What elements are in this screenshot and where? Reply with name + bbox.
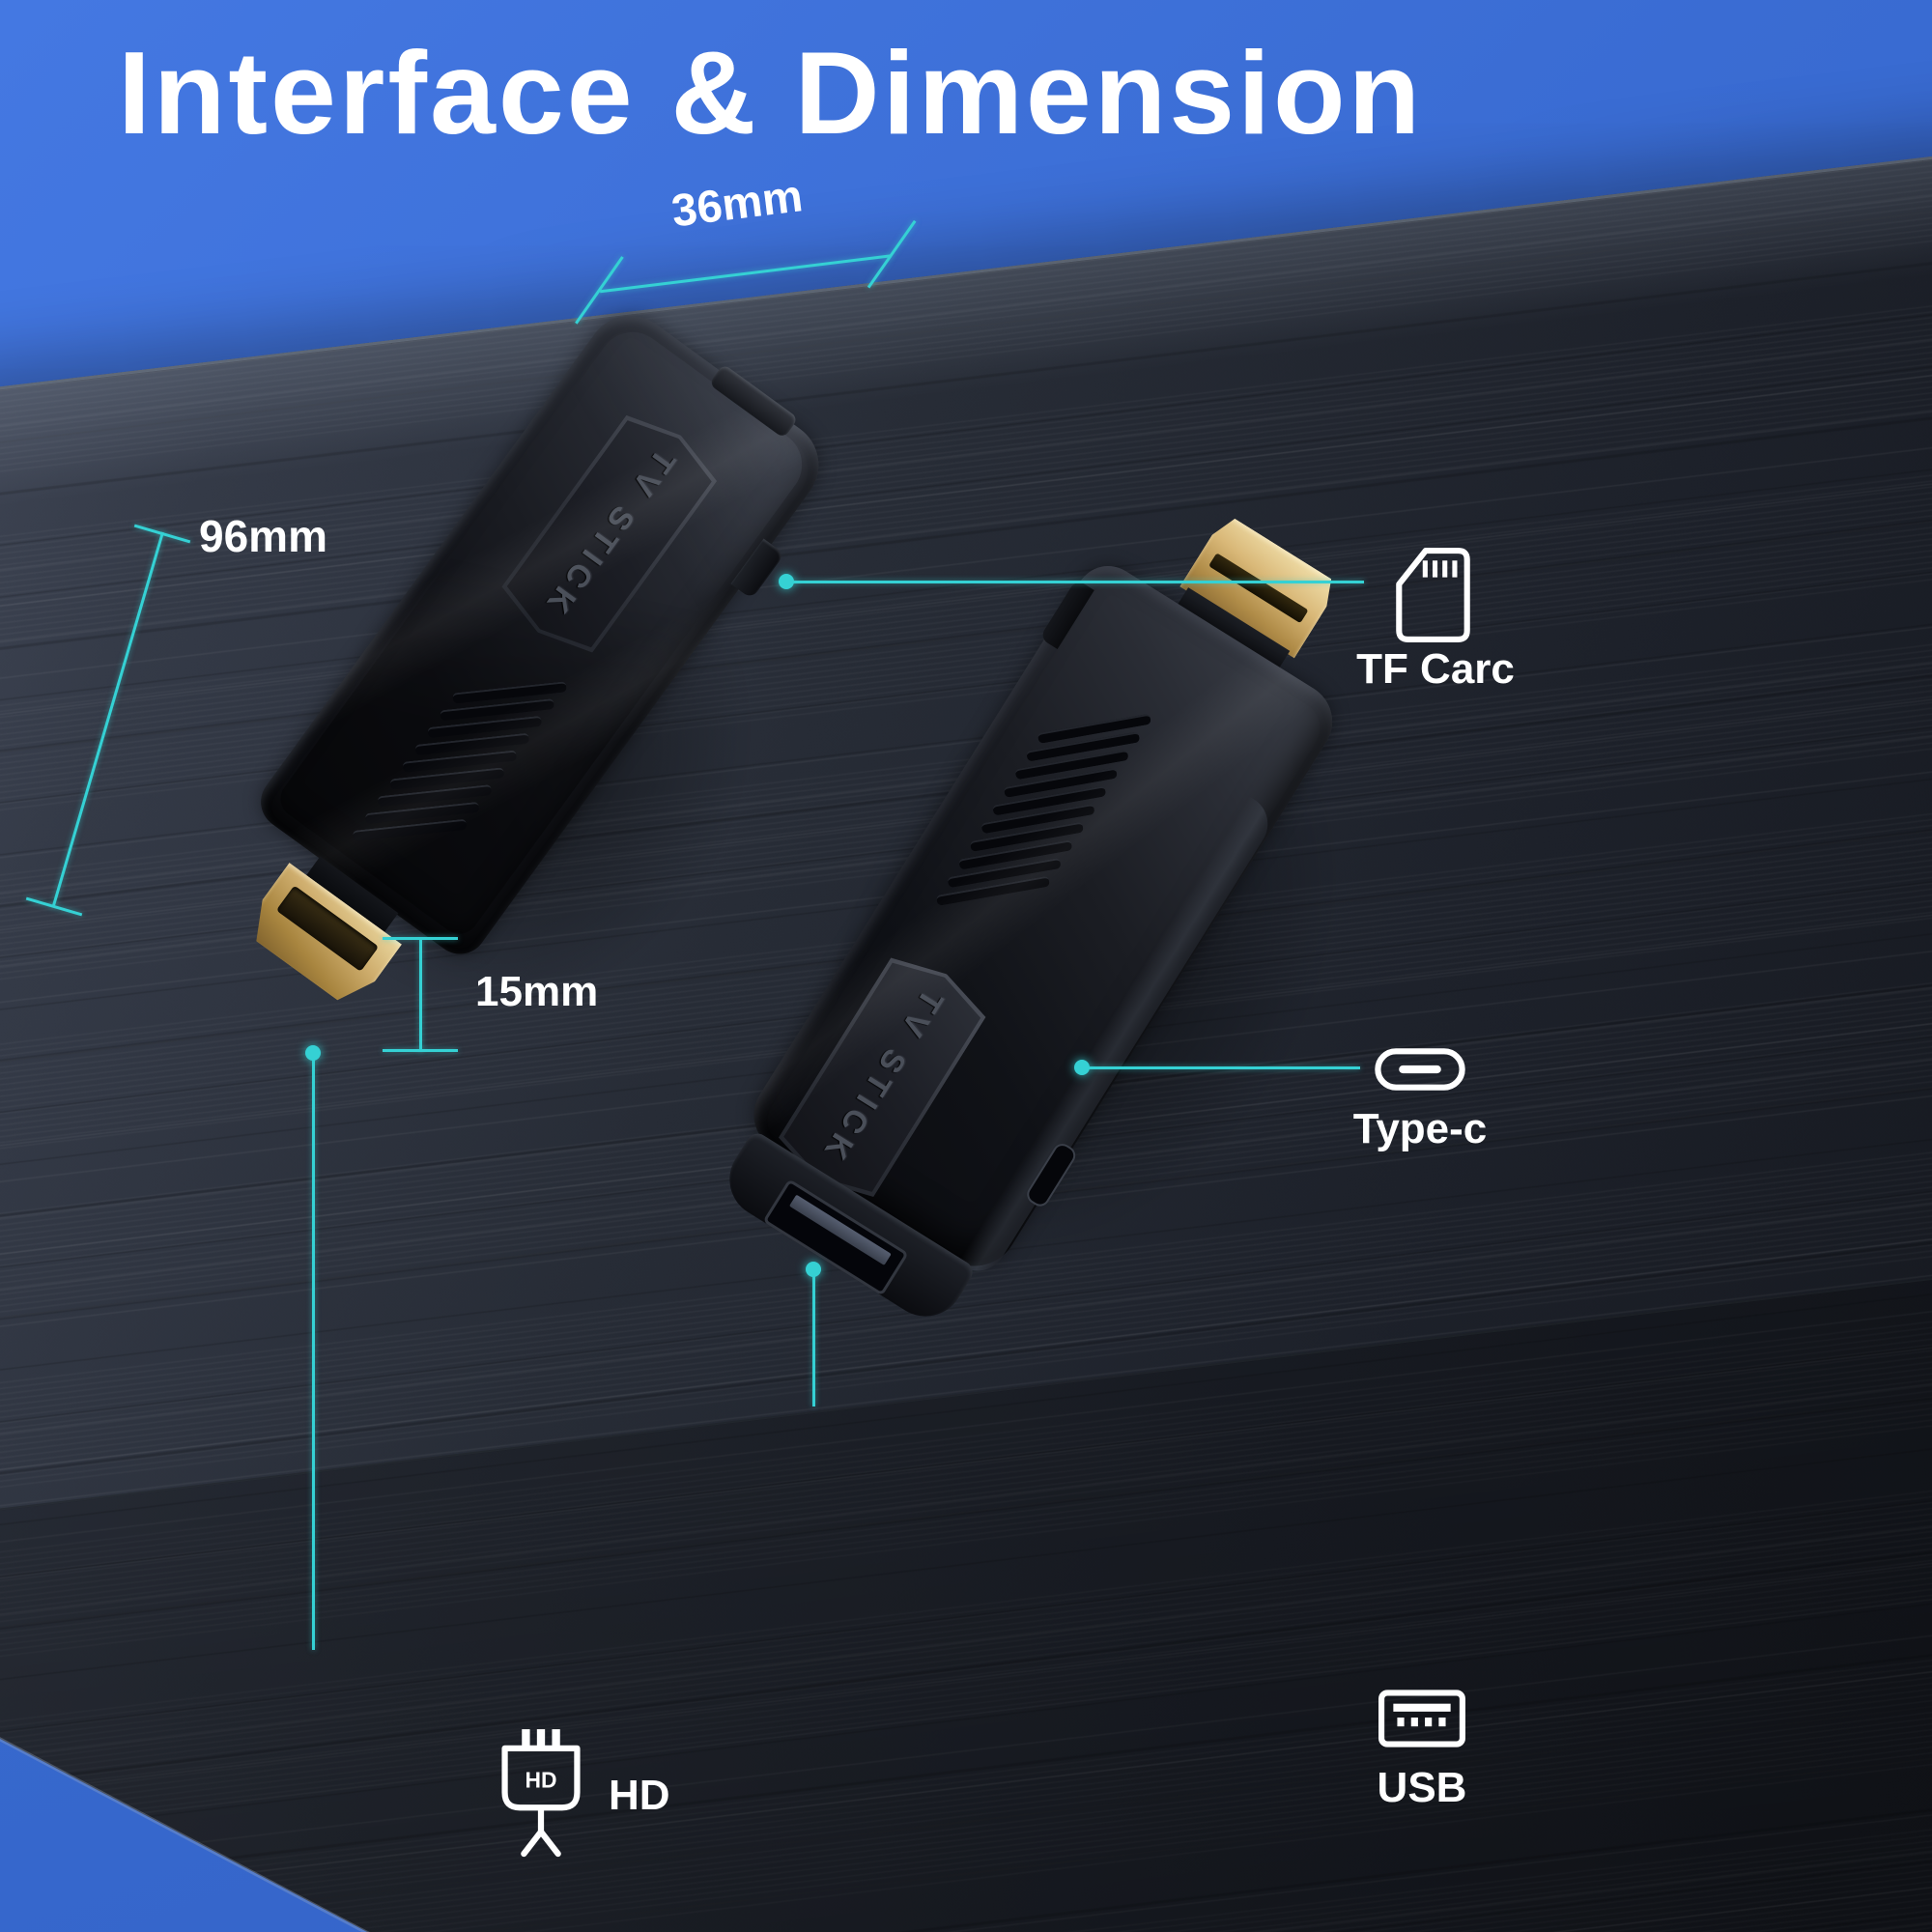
- hd-callout-dot: [305, 1045, 321, 1061]
- tf-callout-dot: [779, 574, 794, 589]
- hd-label: HD: [609, 1772, 670, 1819]
- vent-slot: [969, 821, 1084, 852]
- tf-card-label: TF Carc: [1356, 645, 1515, 693]
- brand-label: TV STICK: [814, 983, 951, 1172]
- type-c-callout-line: [1086, 1066, 1360, 1069]
- type-c-callout-dot: [1074, 1060, 1090, 1075]
- usb-callout-dot: [806, 1262, 821, 1277]
- vent-slot: [1014, 749, 1129, 781]
- vent-slot: [980, 803, 1095, 835]
- vent-slot: [402, 750, 518, 773]
- usb-callout-line: [812, 1271, 815, 1406]
- thickness-dimension-label: 15mm: [475, 968, 599, 1015]
- thickness-dimension-line: [419, 939, 422, 1052]
- vent-slot: [1037, 713, 1151, 744]
- dimension-tick: [383, 1049, 458, 1052]
- vent-slot: [377, 784, 493, 808]
- usb-a-icon: [1378, 1687, 1466, 1750]
- width-dimension-line: [599, 254, 893, 294]
- brand-badge: TV STICK: [493, 403, 726, 666]
- vent-slot: [389, 767, 505, 790]
- vent-slot: [935, 875, 1050, 906]
- vent-slot: [352, 818, 468, 841]
- length-dimension-label: 96mm: [199, 511, 327, 561]
- vent-slot: [440, 698, 554, 722]
- hdmi-plug-icon: HD: [493, 1727, 589, 1878]
- vent-slot: [958, 839, 1073, 870]
- vent-slot: [947, 857, 1062, 889]
- sd-card-icon: [1395, 547, 1472, 643]
- cooling-vents: [340, 650, 578, 901]
- vent-slot: [427, 715, 542, 739]
- vent-slot: [452, 681, 567, 704]
- hd-callout-line: [312, 1055, 315, 1650]
- dimension-tick: [383, 937, 458, 940]
- vent-slot: [364, 801, 480, 825]
- vent-slot: [414, 732, 530, 755]
- vent-slot: [1026, 731, 1141, 762]
- vent-slot: [992, 785, 1107, 816]
- hd-plug-text: HD: [525, 1767, 556, 1792]
- brand-label: TV STICK: [536, 442, 683, 626]
- usb-label: USB: [1377, 1764, 1467, 1811]
- tf-callout-line: [792, 581, 1364, 583]
- type-c-label: Type-c: [1352, 1105, 1488, 1152]
- vent-slot: [1003, 767, 1118, 798]
- usb-c-icon: [1374, 1043, 1466, 1095]
- brand-badge-inner: [497, 408, 721, 660]
- page-title: Interface & Dimension: [118, 27, 1424, 158]
- width-dimension-label: 36mm: [668, 169, 806, 237]
